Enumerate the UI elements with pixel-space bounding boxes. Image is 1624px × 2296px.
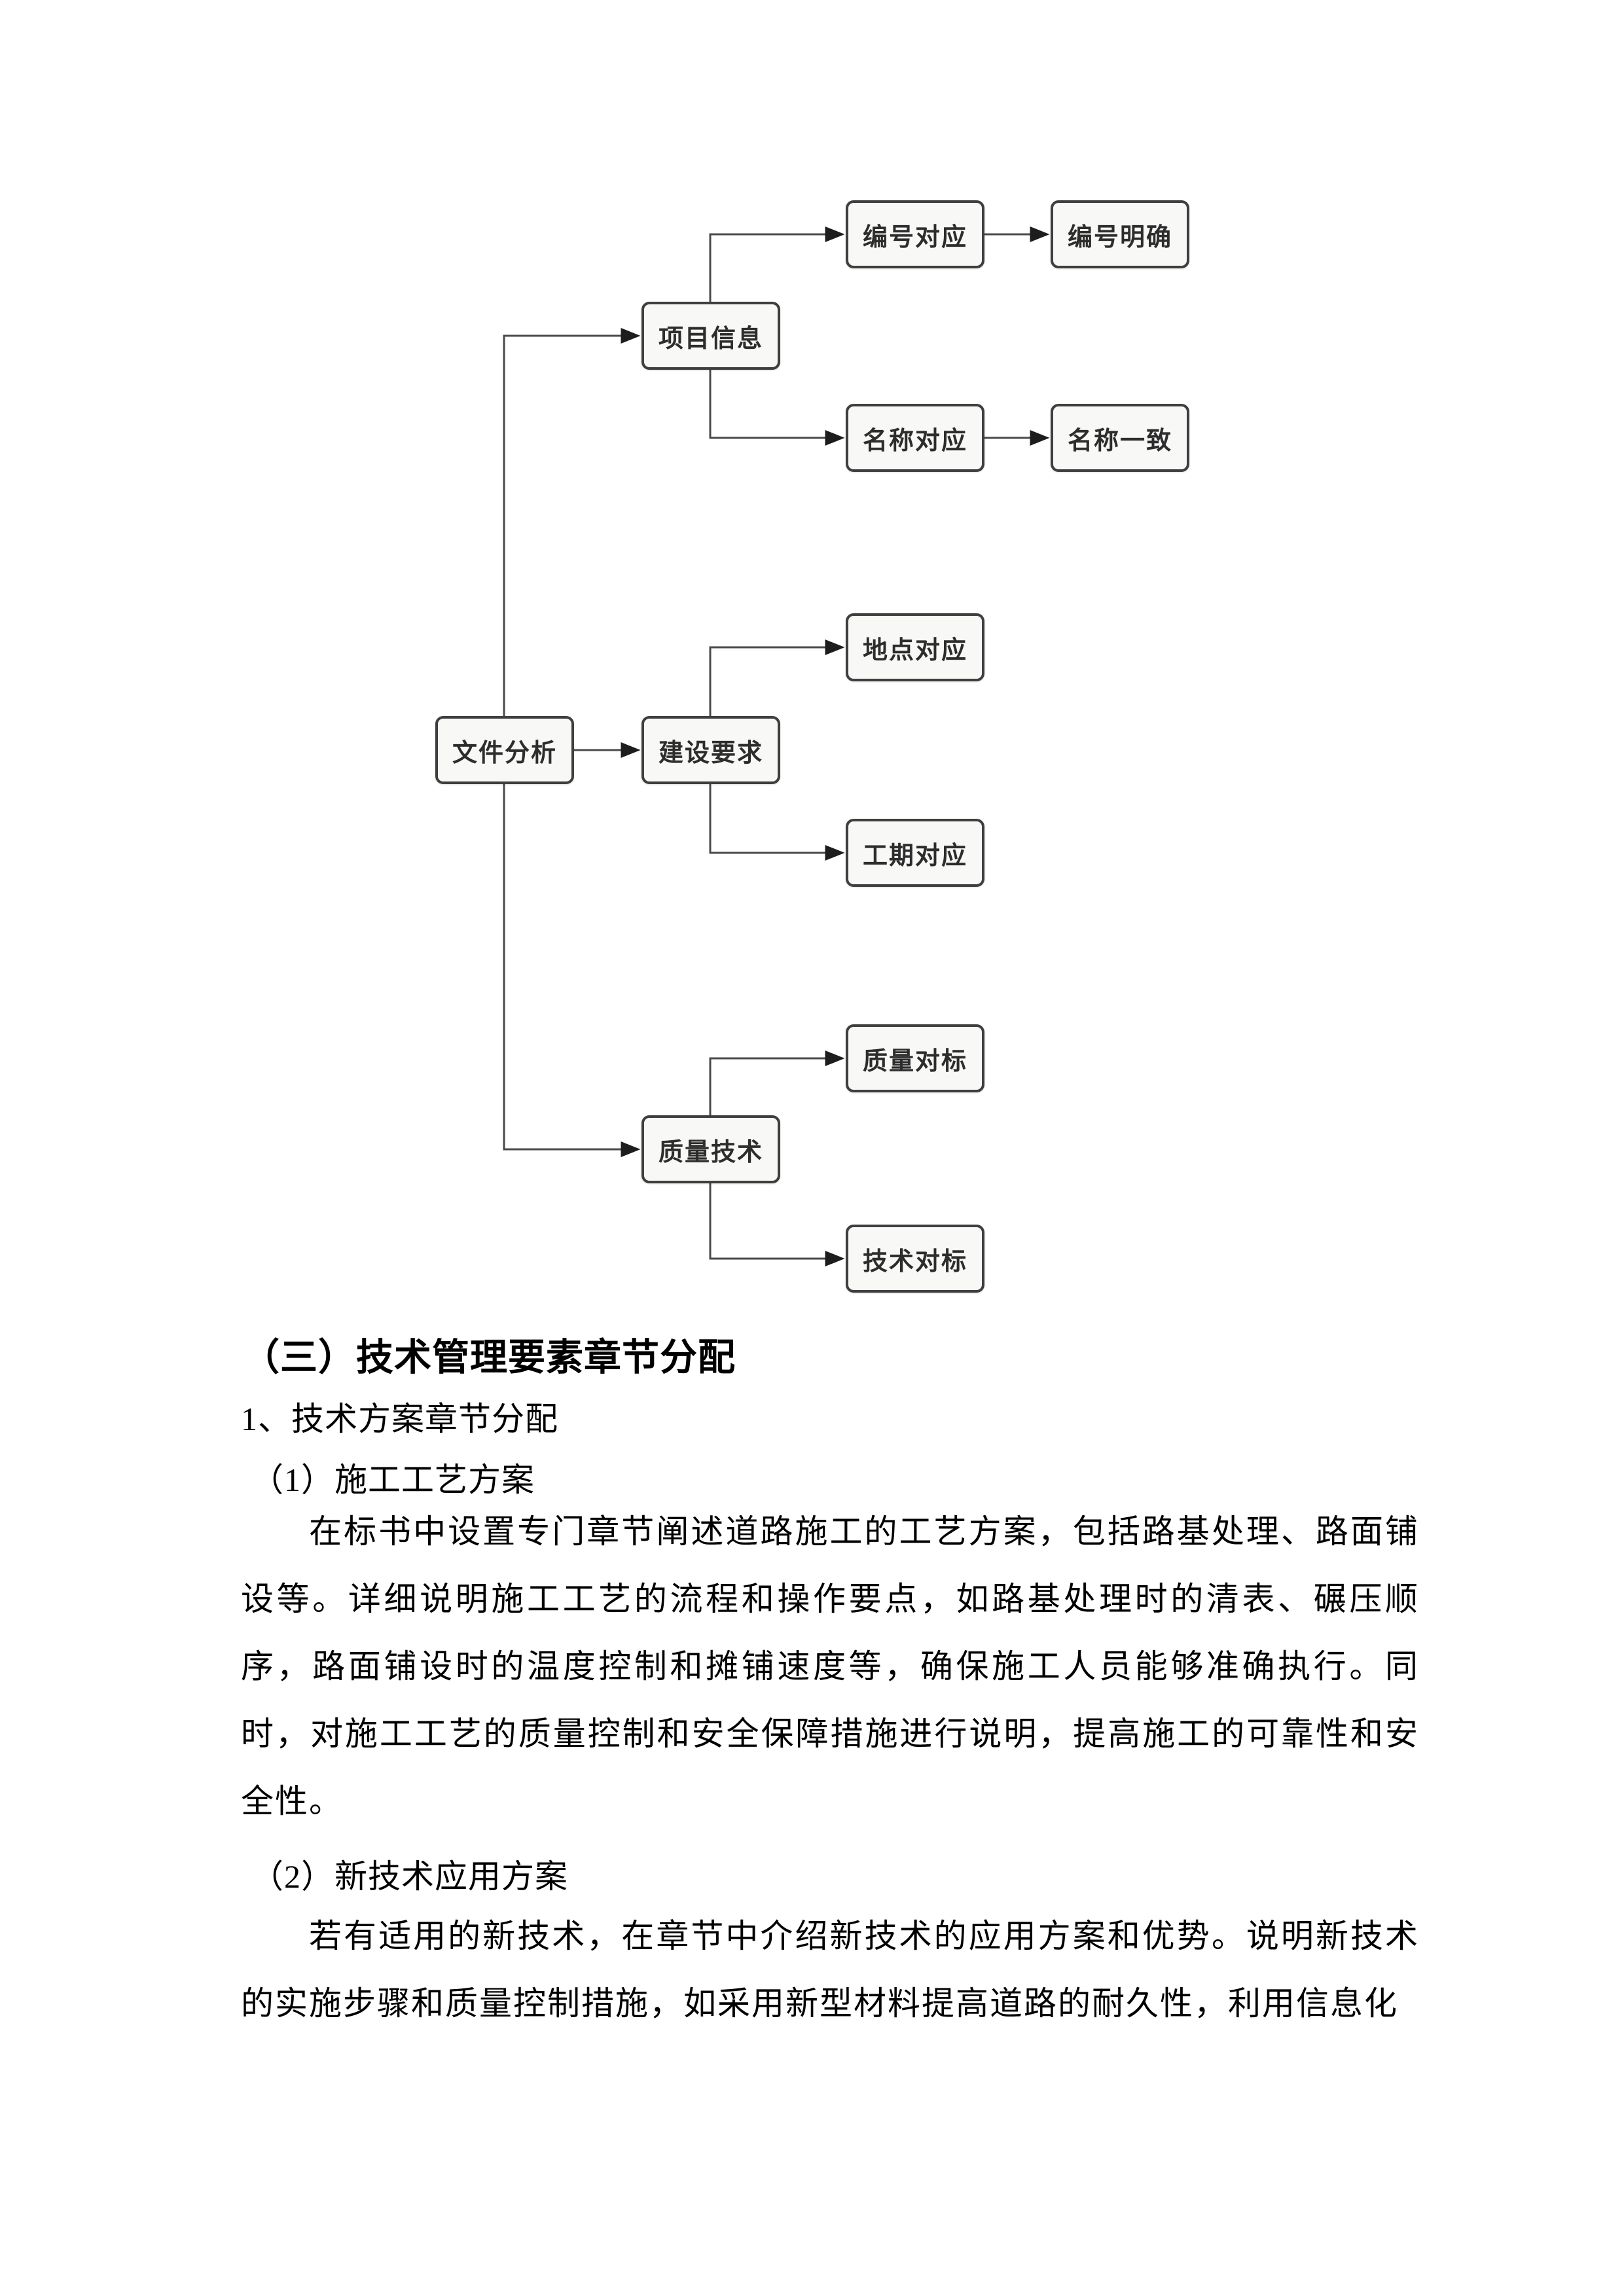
flowchart-node-quality-benchmark: 质量对标 [846,1024,984,1092]
flowchart-node-construction-req: 建设要求 [641,716,780,784]
paragraph-construction-process: 在标书中设置专门章节阐述道路施工的工艺方案，包括路基处理、路面铺设等。详细说明施… [241,1513,1419,1820]
item-heading-new-technology: （2）新技术应用方案 [251,1858,568,1895]
flowchart-node-name-match: 名称对应 [846,404,984,472]
flowchart-node-quality-tech: 质量技术 [641,1115,780,1183]
flowchart-node-duration-match: 工期对应 [846,819,984,887]
flowchart-node-project-info: 项目信息 [641,302,780,370]
item-heading-construction-process: （1）施工工艺方案 [251,1462,535,1498]
section-heading: （三）技术管理要素章节分配 [242,1337,736,1378]
edge-construction-req-to-duration-match [709,784,845,861]
flowchart-node-tech-benchmark: 技术对标 [846,1225,984,1293]
edge-construction-req-to-location-match [709,639,845,716]
sub-heading-tech-plan: 1、技术方案章节分配 [241,1401,558,1437]
flowchart-node-number-clear: 编号明确 [1051,200,1189,268]
edge-quality-tech-to-tech-benchmark [709,1183,845,1266]
edge-root-to-project-info [503,328,641,716]
flowchart-node-root: 文件分析 [435,716,574,784]
flowchart-node-number-match: 编号对应 [846,200,984,268]
edge-project-info-to-number-match [709,226,845,302]
edge-project-info-to-name-match [709,370,845,446]
edge-root-to-quality-tech [503,784,641,1157]
flowchart-node-location-match: 地点对应 [846,613,984,681]
paragraph-new-technology: 若有适用的新技术，在章节中介绍新技术的应用方案和优势。说明新技术的实施步骤和质量… [241,1918,1419,2022]
flowchart-node-name-consistent: 名称一致 [1051,404,1189,472]
edge-quality-tech-to-quality-benchmark [709,1050,845,1115]
